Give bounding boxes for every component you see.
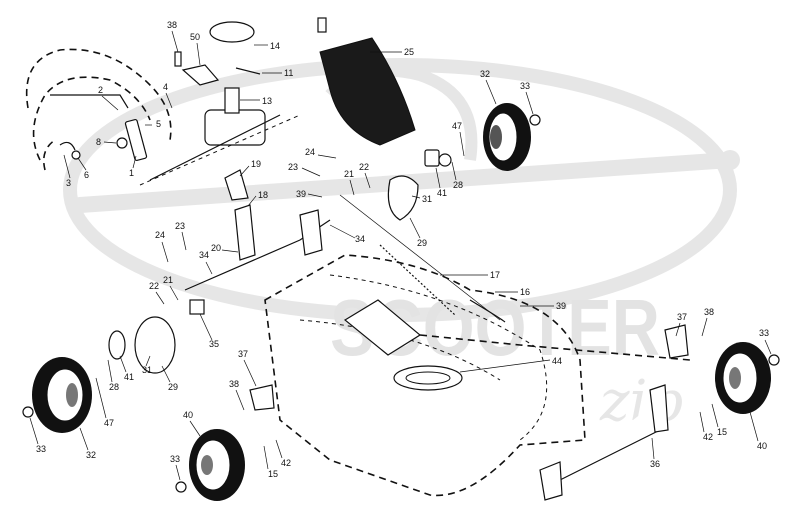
callout-11: 11	[284, 68, 293, 78]
callout-38-left: 38	[229, 379, 239, 389]
callout-23-mid: 23	[175, 221, 185, 231]
callout-24-top: 24	[305, 147, 315, 157]
callout-15-right: 15	[717, 427, 727, 437]
callout-36: 36	[650, 459, 660, 469]
callout-33-right: 33	[759, 328, 769, 338]
callout-31-left: 31	[142, 365, 152, 375]
callout-18: 18	[258, 190, 268, 200]
callout-15-left: 15	[268, 469, 278, 479]
callout-37-left: 37	[238, 349, 248, 359]
wheel-bottom-left	[175, 429, 245, 501]
callout-41-left: 41	[124, 372, 134, 382]
callout-2: 2	[98, 85, 103, 95]
callout-34-mid: 34	[199, 250, 209, 260]
callout-19: 19	[251, 159, 261, 169]
wheel-bottom-right	[715, 342, 780, 414]
callout-22-mid: 22	[149, 281, 159, 291]
callout-29-top: 29	[417, 238, 427, 248]
control-bar-assembly	[50, 94, 148, 162]
callout-32-top: 32	[480, 69, 490, 79]
height-adjuster-top	[224, 149, 501, 321]
callout-34-top: 34	[355, 234, 365, 244]
callout-13: 13	[262, 96, 272, 106]
callout-28-left: 28	[109, 382, 119, 392]
handle-assembly	[25, 48, 172, 171]
callout-3: 3	[66, 178, 71, 188]
callout-39-mid: 39	[556, 301, 566, 311]
callout-24-mid: 24	[155, 230, 165, 240]
callout-47-left: 47	[104, 418, 114, 428]
callouts: 38 50 14 4 11 13 2 5 8 1 3 6 25 32 33 47…	[29, 20, 772, 481]
height-adjuster-left	[108, 299, 205, 374]
callout-21-top: 21	[344, 169, 354, 179]
rear-axle	[249, 324, 689, 501]
spring	[379, 244, 506, 323]
callout-40-right: 40	[757, 441, 767, 451]
callout-23-top: 23	[288, 162, 298, 172]
rear-deflector	[317, 17, 416, 146]
callout-5: 5	[156, 119, 161, 129]
callout-38-right: 38	[704, 307, 714, 317]
callout-33-top: 33	[520, 81, 530, 91]
callout-28-top: 28	[453, 180, 463, 190]
callout-25: 25	[404, 47, 414, 57]
callout-14: 14	[270, 41, 280, 51]
wheel-top-right	[483, 103, 541, 171]
wheel-left	[22, 357, 92, 433]
callout-33-left: 33	[36, 444, 46, 454]
callout-16: 16	[520, 287, 530, 297]
callout-20: 20	[211, 243, 221, 253]
callout-38-top: 38	[167, 20, 177, 30]
callout-31-top: 31	[422, 194, 432, 204]
callout-41-top: 41	[437, 188, 447, 198]
callout-40-left: 40	[183, 410, 193, 420]
callout-17: 17	[490, 270, 500, 280]
callout-6: 6	[84, 170, 89, 180]
callout-21-mid: 21	[163, 275, 173, 285]
callout-32-left: 32	[86, 450, 96, 460]
callout-33-bottom: 33	[170, 454, 180, 464]
callout-42-left: 42	[281, 458, 291, 468]
callout-50: 50	[190, 32, 200, 42]
callout-22-top: 22	[359, 162, 369, 172]
callout-29-left: 29	[168, 382, 178, 392]
transmission	[139, 21, 301, 186]
callout-1: 1	[129, 168, 134, 178]
axle-bracket	[184, 204, 331, 291]
callout-35: 35	[209, 339, 219, 349]
callout-42-right: 42	[703, 432, 713, 442]
callout-37-right: 37	[677, 312, 687, 322]
callout-4: 4	[163, 82, 168, 92]
callout-8: 8	[96, 137, 101, 147]
callout-47-top: 47	[452, 121, 462, 131]
mower-deck	[264, 254, 691, 497]
callout-44: 44	[552, 356, 562, 366]
callout-39-top: 39	[296, 189, 306, 199]
